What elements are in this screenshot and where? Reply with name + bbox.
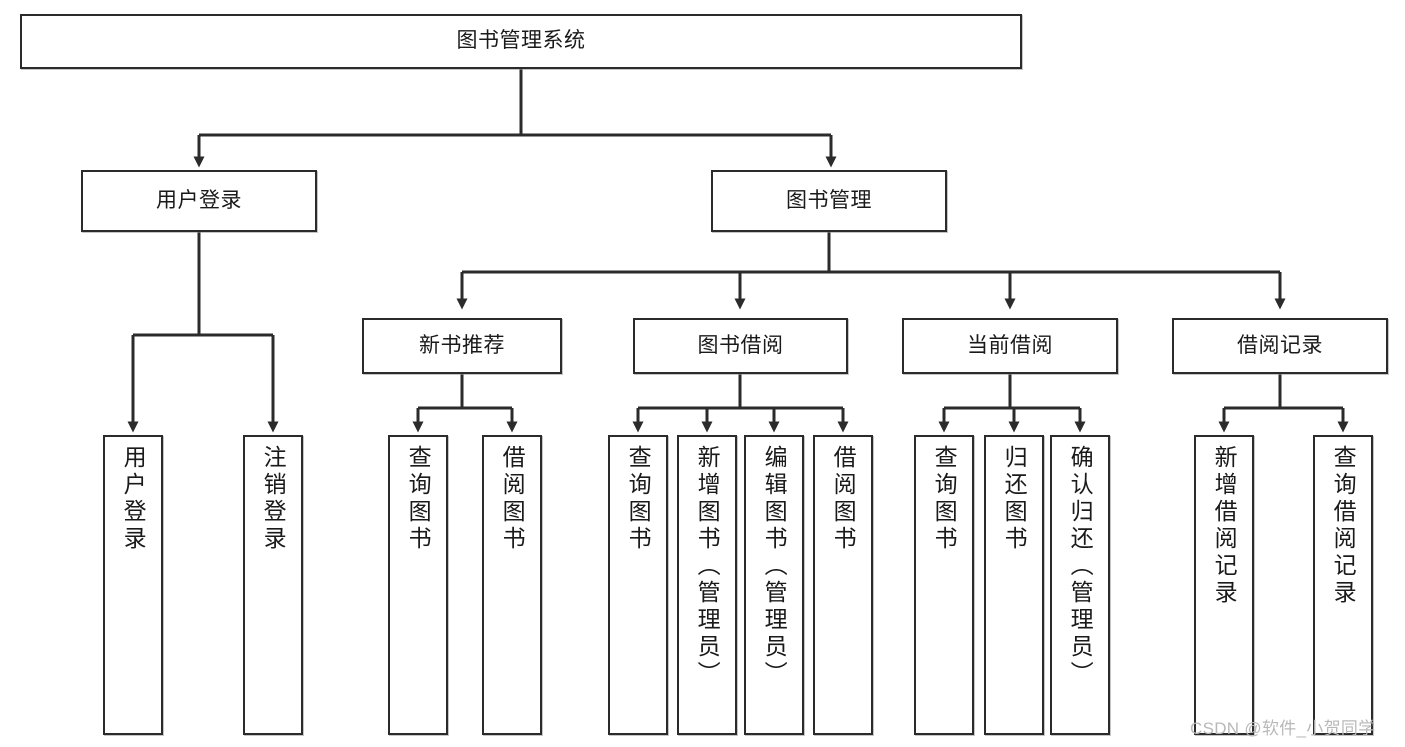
node-book-borrowing[interactable]: 图书借阅 <box>633 318 848 374</box>
leaf-user-logout[interactable]: 注销登录 <box>243 435 303 735</box>
node-label: 借阅图书 <box>830 445 857 553</box>
leaf-borrow-edit-book-admin[interactable]: 编辑图书（管理员） <box>744 435 804 735</box>
leaf-user-login[interactable]: 用户登录 <box>103 435 163 735</box>
node-label: 查询图书 <box>405 445 432 553</box>
leaf-current-return-book[interactable]: 归还图书 <box>984 435 1044 735</box>
leaf-borrow-borrow-book[interactable]: 借阅图书 <box>813 435 873 735</box>
node-label: 借阅记录 <box>1237 333 1323 357</box>
node-label: 注销登录 <box>260 445 287 553</box>
leaf-current-query-book[interactable]: 查询图书 <box>914 435 974 735</box>
node-label: 查询图书 <box>625 445 652 553</box>
node-book-management-system[interactable]: 图书管理系统 <box>20 14 1022 69</box>
node-label: 新增图书（管理员） <box>694 445 721 688</box>
csdn-watermark: CSDN @软件_小贺同学 <box>1190 719 1376 738</box>
node-label: 查询图书 <box>931 445 958 553</box>
node-user-login[interactable]: 用户登录 <box>81 170 317 232</box>
node-label: 当前借阅 <box>967 333 1053 357</box>
node-label: 借阅图书 <box>499 445 526 553</box>
node-new-book-recommendation[interactable]: 新书推荐 <box>362 318 562 374</box>
node-label: 归还图书 <box>1001 445 1028 553</box>
node-borrowing-record[interactable]: 借阅记录 <box>1172 318 1388 374</box>
node-label: 用户登录 <box>120 445 147 553</box>
node-current-borrowing[interactable]: 当前借阅 <box>902 318 1118 374</box>
node-label: 图书管理 <box>786 188 872 212</box>
node-label: 图书借阅 <box>697 333 784 357</box>
node-label: 查询借阅记录 <box>1330 445 1357 607</box>
node-label: 新书推荐 <box>419 333 505 357</box>
leaf-borrow-add-book-admin[interactable]: 新增图书（管理员） <box>677 435 737 735</box>
leaf-record-query-borrow-record[interactable]: 查询借阅记录 <box>1313 435 1373 735</box>
node-label: 确认归还（管理员） <box>1067 445 1094 688</box>
node-label: 用户登录 <box>156 188 242 212</box>
leaf-record-add-borrow-record[interactable]: 新增借阅记录 <box>1194 435 1254 735</box>
leaf-borrow-query-book[interactable]: 查询图书 <box>608 435 668 735</box>
node-book-management[interactable]: 图书管理 <box>711 170 947 232</box>
leaf-current-confirm-return-admin[interactable]: 确认归还（管理员） <box>1050 435 1110 735</box>
leaf-recommend-query-book[interactable]: 查询图书 <box>388 435 448 735</box>
node-label: 新增借阅记录 <box>1211 445 1238 607</box>
node-label: 图书管理系统 <box>456 29 586 53</box>
node-label: 编辑图书（管理员） <box>761 445 788 688</box>
leaf-recommend-borrow-book[interactable]: 借阅图书 <box>482 435 542 735</box>
